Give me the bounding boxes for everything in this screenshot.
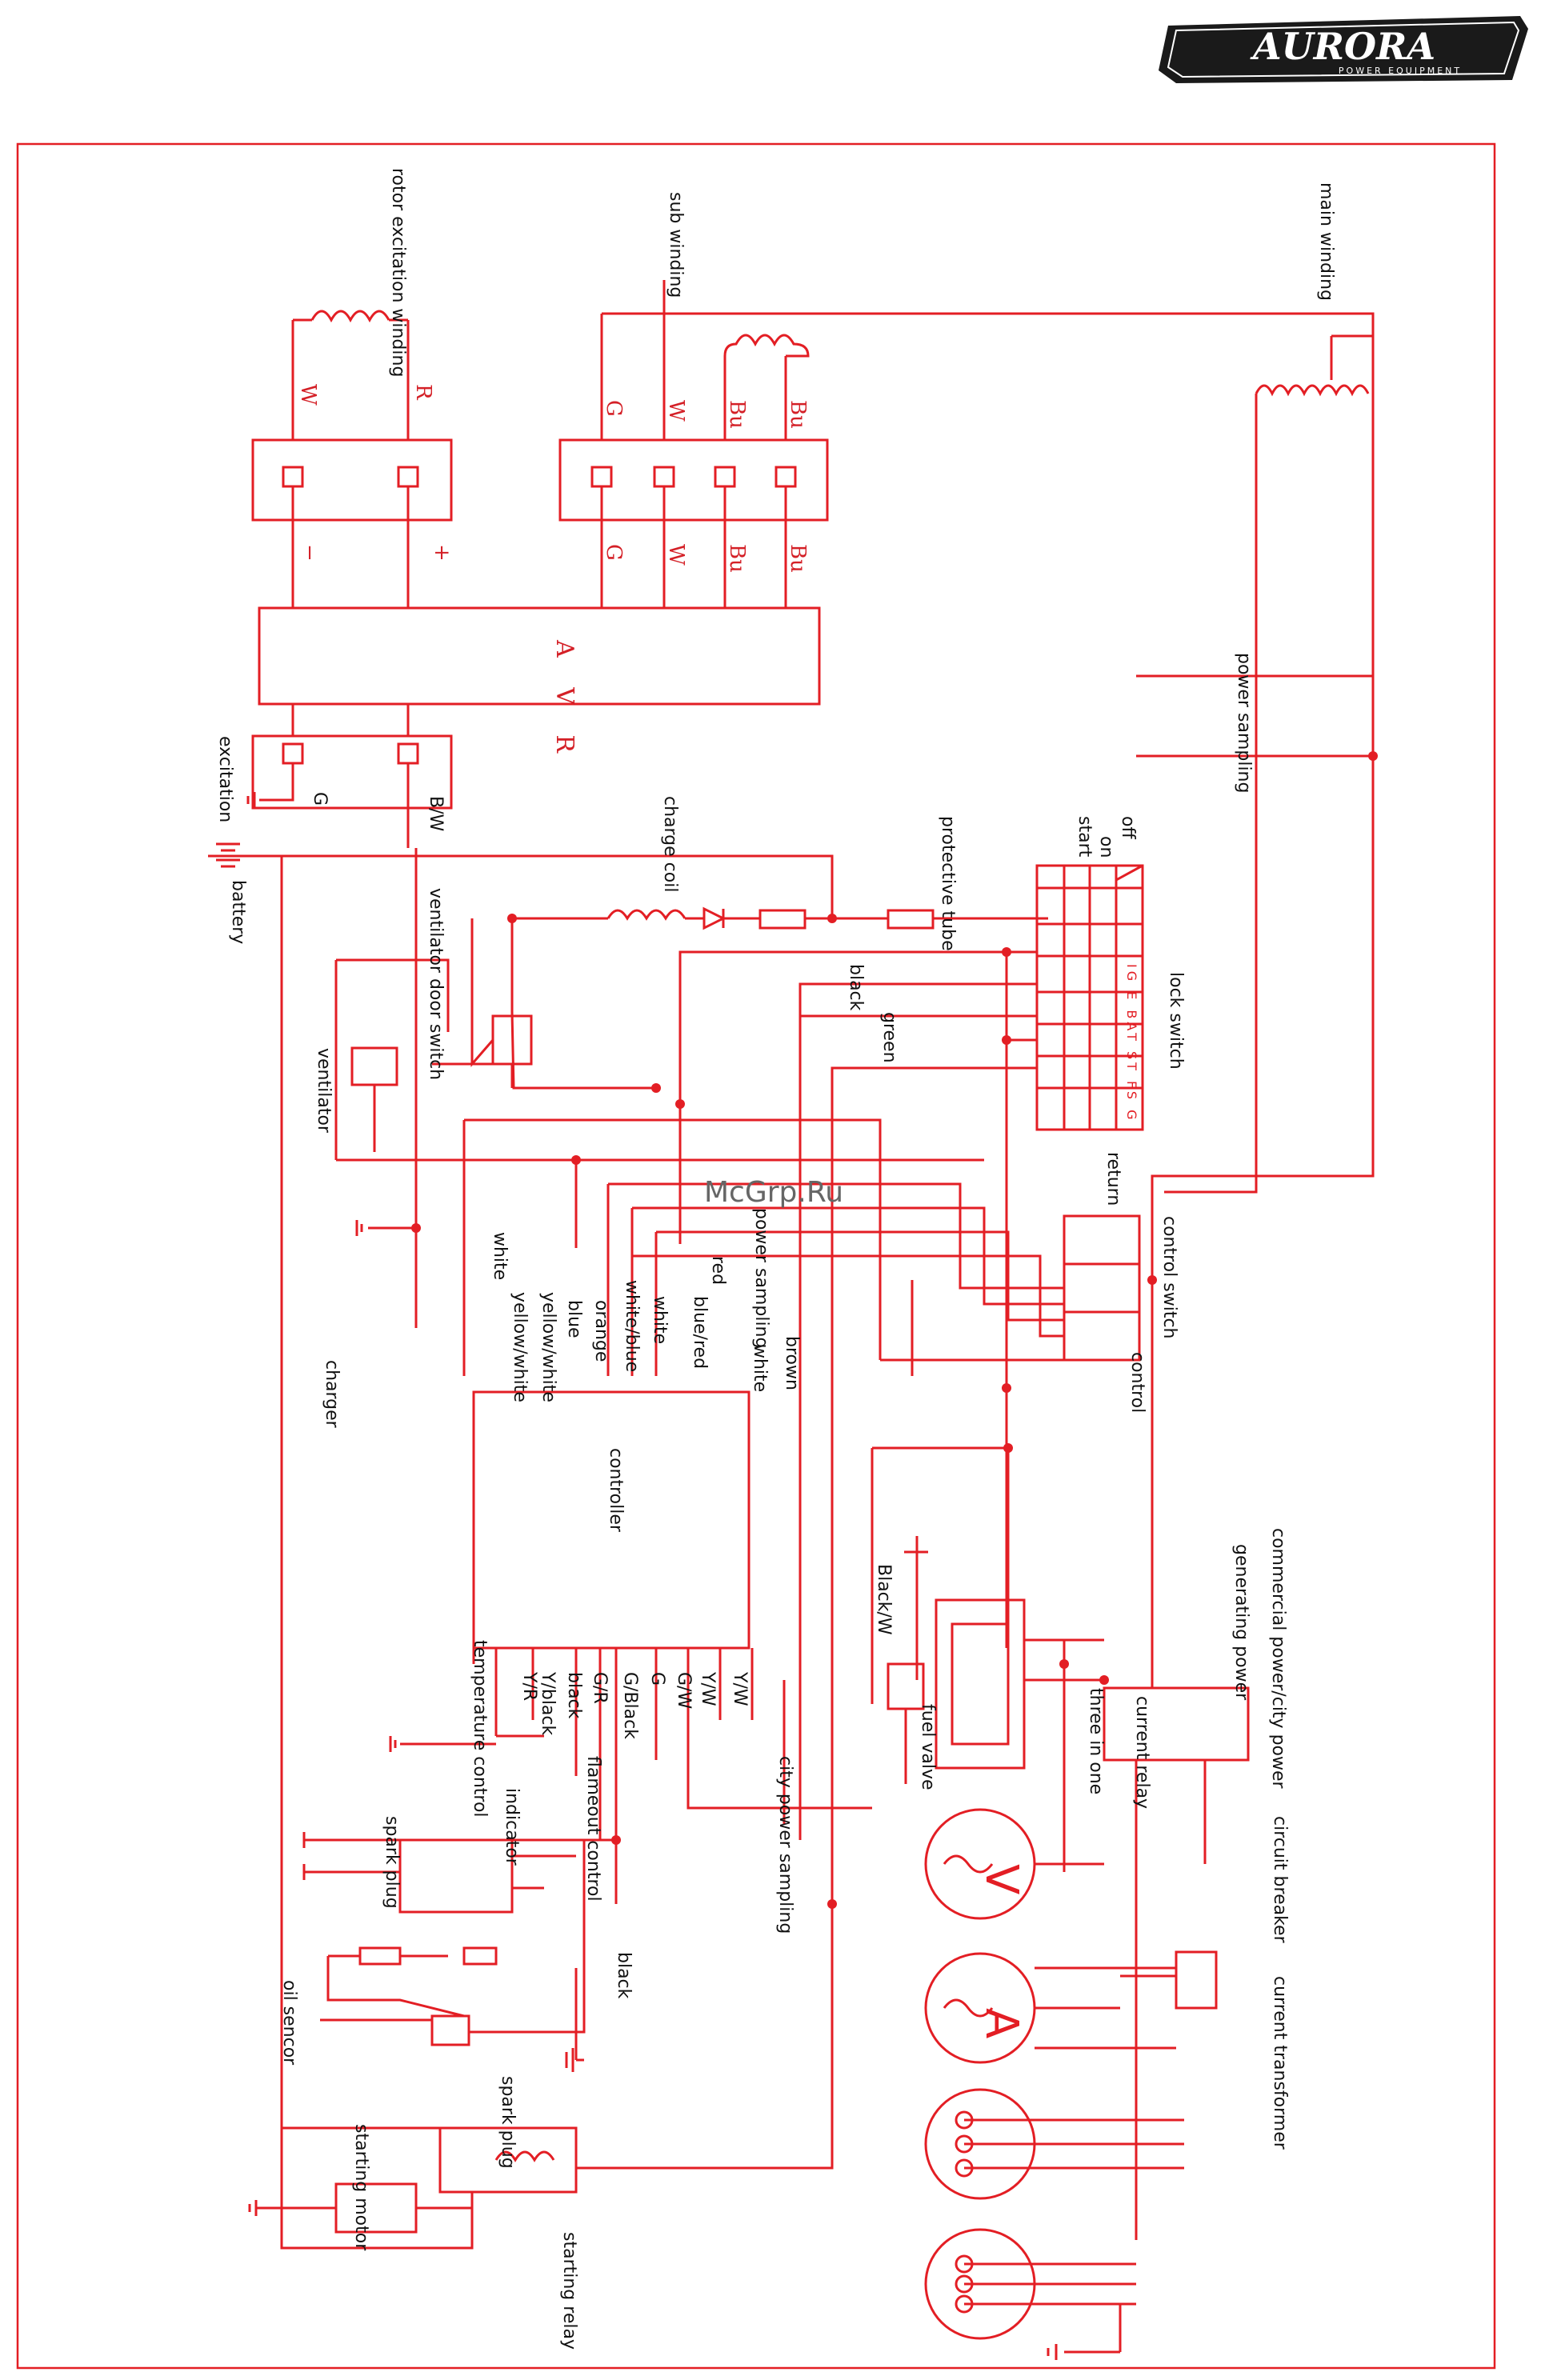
lock-switch-terminals: IG E BAT ST FS G (1124, 964, 1139, 1123)
avr-label: A V R (550, 640, 578, 764)
temperature-control-label: temperature control (470, 1640, 490, 1818)
white-blue-wire-label: white/blue (622, 1280, 642, 1373)
charger-label: charger (322, 1360, 342, 1428)
flameout-control-label: flameout control (583, 1756, 603, 1902)
wire-black: black (564, 1672, 584, 1719)
wire-yw2: Y/W (730, 1672, 750, 1706)
start-label: start (1075, 816, 1095, 858)
black-wire-label-2: black (614, 1952, 634, 1999)
orange-wire-label: orange (591, 1300, 611, 1362)
rotor-minus: − (298, 544, 322, 562)
white-wire-label: white (650, 1296, 670, 1345)
circuit-breaker-label: circuit breaker (1270, 1816, 1290, 1943)
protective-tube-label: protective tube (938, 816, 958, 951)
voltmeter-label: V (975, 1864, 1027, 1894)
fuel-valve-label: fuel valve (918, 1704, 938, 1790)
green-wire-label: green (879, 1012, 899, 1063)
control-switch-label: control switch (1159, 1216, 1179, 1339)
wire-g: G (647, 1672, 667, 1686)
wire-gblack: G/Black (620, 1672, 640, 1739)
charge-coil-label: charge coil (660, 796, 680, 893)
spark-plug-label: spark plug (382, 1816, 402, 1909)
sub-terminal-bu1-lower: Bu (725, 544, 749, 573)
sub-terminal-w: W (664, 400, 688, 422)
sub-terminal-bu1: Bu (725, 400, 749, 429)
starting-motor-label: starting motor (351, 2124, 371, 2251)
city-power-sampling-label: city power sampling (775, 1756, 795, 1934)
on-label: on (1096, 836, 1116, 858)
black-w-wire-label: Black/W (874, 1564, 894, 1635)
rotor-plus: + (430, 544, 454, 562)
white-wire-label-2: white (490, 1232, 510, 1281)
wire-yw: Y/W (698, 1672, 718, 1706)
starting-relay-label: starting relay (559, 2232, 579, 2350)
ventilator-label: ventilator (314, 1048, 334, 1133)
bw-label: B/W (426, 796, 446, 832)
current-transformer-label: current transformer (1270, 1976, 1290, 2150)
oil-sensor-label: oil sencor (279, 1980, 299, 2066)
wire-gr: G/R (590, 1672, 610, 1704)
sub-terminal-bu2: Bu (786, 400, 810, 429)
controller-power-sampling-label: power sampling (751, 1208, 771, 1349)
wire-gw: G/W (674, 1672, 694, 1710)
brown-wire-label: brown (782, 1336, 802, 1390)
rotor-terminal-r: R (411, 384, 435, 400)
control-label: control (1127, 1352, 1147, 1414)
black-wire-label: black (846, 964, 866, 1011)
generating-power-label: generating power (1231, 1544, 1251, 1701)
return-label: return (1103, 1152, 1123, 1206)
red-wire-label: red (708, 1256, 728, 1286)
commercial-power-label: commercial power/city power (1268, 1528, 1288, 1789)
ventilator-door-switch-label: ventilator door switch (426, 888, 446, 1081)
white-wire-label-3: white (750, 1344, 770, 1393)
indicator-label: indicator (502, 1788, 522, 1866)
sub-terminal-g: G (602, 400, 626, 417)
ground-g-label: G (310, 792, 330, 806)
brand-tagline: POWER EQUIPMENT (1339, 66, 1462, 76)
watermark: McGrp.Ru (704, 1176, 844, 1209)
wire-yr: Y/R (519, 1672, 539, 1702)
sub-winding-label: sub winding (666, 192, 686, 298)
controller-label: controller (606, 1448, 626, 1532)
rotor-excitation-winding-label: rotor excitation winding (388, 168, 408, 378)
yellow-white-wire-label-2: yellow/white (510, 1292, 530, 1402)
blue-red-wire-label: blue/red (690, 1296, 710, 1370)
off-label: off (1118, 816, 1138, 839)
ammeter-label: A (975, 2008, 1027, 2038)
wire-yblack: Y/black (538, 1672, 558, 1736)
spark-plug-label-2: spark plug (498, 2076, 518, 2169)
brand-name: AURORA (1250, 25, 1435, 68)
excitation-label: excitation (215, 736, 235, 823)
lock-switch-label: lock switch (1166, 972, 1186, 1070)
power-sampling-label: power sampling (1234, 653, 1254, 794)
main-winding-label: main winding (1316, 182, 1336, 301)
sub-terminal-g-lower: G (602, 544, 626, 561)
aurora-logo: AURORA POWER EQUIPMENT (1159, 16, 1528, 83)
three-in-one-label: three in one (1086, 1688, 1106, 1795)
blue-wire-label: blue (564, 1300, 584, 1338)
sub-terminal-w-lower: W (664, 544, 688, 566)
yellow-white-wire-label: yellow/white (538, 1292, 558, 1402)
battery-label: battery (228, 880, 248, 945)
sub-terminal-bu2-lower: Bu (786, 544, 810, 573)
current-relay-label: current relay (1132, 1696, 1152, 1810)
rotor-terminal-w: W (296, 384, 320, 406)
